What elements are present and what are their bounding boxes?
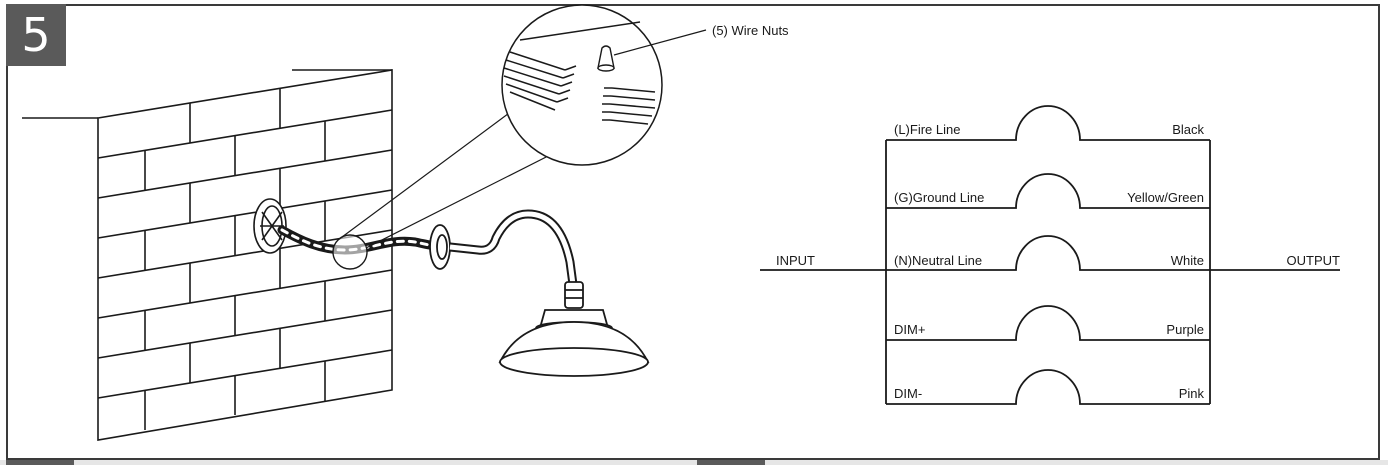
zoom-leader-lines — [337, 104, 561, 249]
bottom-strip — [0, 460, 1388, 465]
wire-nuts-label: (5) Wire Nuts — [712, 23, 789, 38]
line-left-label-dim-plus: DIM+ — [894, 322, 925, 337]
input-label: INPUT — [776, 253, 815, 268]
lamp-shade — [498, 281, 650, 377]
step-number-badge: 5 — [6, 4, 66, 66]
line-left-label-neutral: (N)Neutral Line — [894, 253, 982, 268]
line-left-label-ground: (G)Ground Line — [894, 190, 984, 205]
brick-wall — [22, 69, 393, 441]
wire-nut-leader-line — [613, 29, 707, 56]
line-left-label-dim-minus: DIM- — [894, 386, 922, 401]
wiring-schematic — [760, 105, 1340, 405]
gooseneck-arm — [429, 209, 579, 293]
line-left-label-fire: (L)Fire Line — [894, 122, 960, 137]
magnified-wire-view — [501, 4, 663, 166]
line-right-label-yellow-green: Yellow/Green — [1127, 190, 1204, 205]
junction-box-plate — [253, 198, 287, 254]
line-right-label-white: White — [1171, 253, 1204, 268]
line-right-label-pink: Pink — [1179, 386, 1205, 401]
bottom-tab-middle — [697, 460, 765, 465]
wire-nut-icon — [597, 45, 615, 72]
zoom-source-circle — [332, 234, 368, 270]
bottom-tab-left — [6, 460, 74, 465]
line-right-label-black: Black — [1172, 122, 1204, 137]
cable-bundle — [277, 225, 443, 255]
line-right-label-purple: Purple — [1166, 322, 1204, 337]
output-label: OUTPUT — [1287, 253, 1341, 268]
